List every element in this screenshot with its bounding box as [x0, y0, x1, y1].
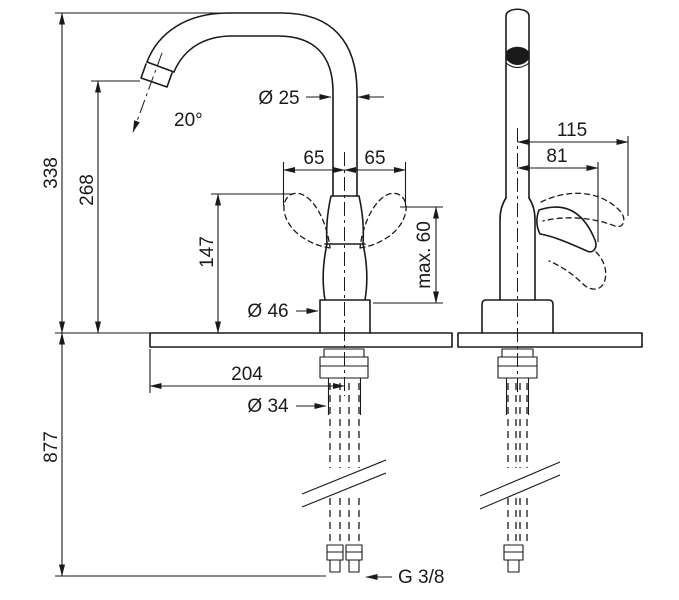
spout-outlet-arc — [505, 62, 530, 69]
front-dimensions: 338 268 147 877 204 65 65 max. 60 Ø 25 2… — [41, 12, 444, 588]
body-side-outline — [499, 197, 536, 301]
handle-swing-right-dashed — [359, 192, 407, 249]
spout-outlet-side — [506, 46, 529, 65]
countertop-front — [149, 332, 453, 348]
pipe-side-outline — [505, 8, 530, 199]
spout-angle-axis — [132, 52, 163, 133]
dim-max60-label: max. 60 — [414, 221, 435, 289]
supply-hoses-side — [507, 383, 528, 545]
dim-147-label: 147 — [197, 236, 218, 268]
dim-65-left-label: 65 — [303, 148, 324, 169]
supply-hoses-front — [329, 383, 360, 545]
spout-outer-edge — [146, 12, 358, 197]
dim-d25-label: Ø 25 — [258, 88, 299, 109]
dim-115-label: 115 — [557, 120, 587, 141]
handle-raised-dashed — [540, 192, 625, 228]
countertop-side — [457, 332, 643, 348]
spout-nozzle — [140, 61, 175, 88]
front-view — [132, 12, 453, 573]
dim-20deg-label: 20° — [174, 110, 203, 131]
hose-connector-side — [503, 544, 524, 573]
dim-204-label: 204 — [231, 364, 263, 385]
break-marks-side — [479, 461, 561, 510]
spout-inner-edge — [173, 35, 334, 197]
mounting-nut-front — [319, 356, 369, 379]
handle-lowered-dashed — [548, 251, 607, 290]
dim-877-label: 877 — [41, 431, 62, 463]
handle-swing-left-dashed — [283, 192, 331, 249]
handle-side-solid — [536, 206, 597, 253]
dim-81-label: 81 — [546, 146, 567, 167]
dim-d46-label: Ø 46 — [247, 301, 288, 322]
base-outline — [319, 299, 371, 334]
dim-g38-label: G 3/8 — [398, 567, 444, 588]
hose-connectors-front — [326, 544, 363, 573]
dim-268-label: 268 — [77, 174, 98, 206]
body-outline — [322, 243, 368, 301]
base-side-outline — [481, 299, 554, 334]
dim-65-right-label: 65 — [364, 148, 385, 169]
dim-338-label: 338 — [41, 157, 62, 189]
dim-d34-label: Ø 34 — [247, 396, 289, 417]
shank-thread-side — [505, 378, 530, 415]
side-view — [457, 8, 643, 573]
lever-outline — [324, 195, 366, 245]
mounting-nut-side — [497, 356, 538, 379]
break-marks-front — [301, 459, 387, 508]
side-dimensions: 115 81 — [517, 120, 629, 242]
